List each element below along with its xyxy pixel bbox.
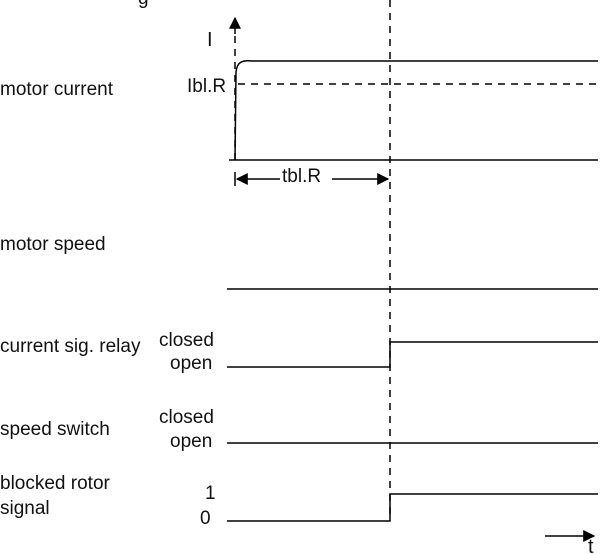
speed-state-open: open: [170, 431, 212, 452]
speed-state-closed: closed: [159, 407, 214, 428]
relay-state-closed: closed: [159, 330, 214, 351]
blocked-rotor-trace: [227, 493, 598, 522]
row-label-motor-current: motor current: [0, 79, 114, 100]
axis-label-time: t: [588, 536, 594, 554]
time-span-label-bg: [280, 166, 332, 188]
signal-state-high: 1: [205, 483, 216, 504]
row-label-current-relay: current sig. relay: [0, 336, 141, 357]
row-label-blocked-rotor-1: blocked rotor: [0, 473, 111, 494]
threshold-label: Ibl.R: [187, 76, 226, 97]
axis-label-current: I: [207, 29, 213, 51]
current-relay-trace: [227, 341, 598, 368]
signal-state-low: 0: [200, 508, 211, 529]
top-partial-label: g: [138, 0, 149, 9]
time-span-label: tbl.R: [282, 166, 321, 187]
row-label-speed-switch: speed switch: [0, 419, 110, 440]
motor-current-trace: [234, 60, 598, 161]
row-label-motor-speed: motor speed: [0, 234, 106, 255]
row-label-blocked-rotor-2: signal: [0, 498, 50, 519]
relay-state-open: open: [170, 353, 212, 374]
